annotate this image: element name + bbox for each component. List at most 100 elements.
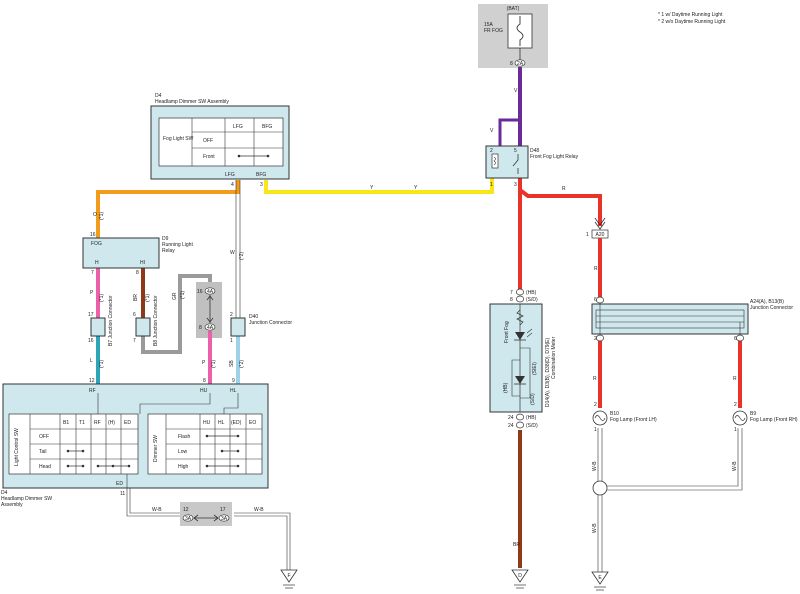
wire-label-wb2: W-B — [592, 461, 598, 471]
meter-pin8: 8 — [510, 297, 513, 303]
wire-label-r3: R — [593, 376, 597, 382]
wire-label-v: V — [514, 88, 518, 94]
meter-ic2: (HB) — [503, 382, 509, 393]
lh-pin1: 1 — [594, 427, 597, 433]
rh-code: B9 — [750, 411, 756, 417]
d9-label: FOG — [91, 241, 102, 247]
wire-label-p: P — [90, 290, 94, 296]
dimmer-col-hu: HU — [203, 420, 211, 426]
wire-label-s5: (*1) — [180, 291, 186, 299]
wire-label-wb: W-B — [152, 507, 162, 513]
row-off: OFF — [203, 138, 213, 144]
fuse-conn: 2A — [517, 61, 524, 67]
ground-pin-12 — [182, 514, 194, 522]
meter-pin7c: (HB) — [526, 290, 537, 296]
b8-pin7: 7 — [133, 338, 136, 344]
fog-lamp-lh: 2 1 B10 Fog Lamp (Front LH) — [592, 402, 657, 433]
lh-pin2: 2 — [594, 402, 597, 408]
row-front: Front — [203, 154, 215, 160]
gray-link-arrows-icon — [206, 295, 214, 323]
light-contacts — [66, 449, 131, 468]
wire-label-v2: V — [490, 128, 494, 134]
led-light-icon — [526, 328, 533, 338]
wire-wb-ed-b — [129, 488, 184, 514]
fuse-name: FR FOG — [484, 28, 503, 34]
wire-label-w: W — [230, 250, 235, 256]
term-lfg: LFG — [225, 172, 235, 178]
meter-box — [489, 303, 543, 413]
splice-point — [592, 480, 608, 496]
rh-pin2: 2 — [734, 402, 737, 408]
meter-pin24b: 24 — [508, 423, 514, 429]
ground-pin-12-num: 12 — [183, 507, 189, 513]
dimmer-row-flash: Flash — [178, 434, 190, 440]
term-ed: ED — [116, 481, 123, 487]
jr-pin6: 6 — [734, 336, 737, 342]
d9-name2: Relay — [162, 248, 175, 254]
adapter-pin: 1 — [586, 232, 589, 238]
dimmer-row-high: High — [178, 464, 189, 470]
dimmer-sw-label: Dimmer SW — [153, 435, 159, 462]
d4-bottom-name: Headlamp Dimmer SW — [1, 496, 52, 502]
resistor-icon — [516, 309, 524, 326]
wire-label-l: L — [90, 358, 93, 364]
relay-pin1: 1 — [490, 182, 493, 188]
wire-wb-rh — [606, 428, 742, 490]
fuse-pin: 8 — [510, 61, 513, 67]
led-icon — [515, 332, 525, 340]
light-sw-label: Light Control SW — [14, 428, 20, 466]
wire-label-wb4: W-B — [592, 523, 598, 533]
wire-v-branch — [498, 118, 520, 146]
wire-label-s6: (*1) — [211, 360, 217, 368]
fuse-source: (BAT) — [507, 6, 520, 12]
d4-top-code: D4 — [155, 93, 162, 99]
ground-label-f: F — [287, 573, 290, 579]
jr-name: Junction Connector — [750, 305, 793, 311]
pin-11: 11 — [120, 491, 125, 497]
relay-pin5: 5 — [514, 148, 517, 154]
wire-gr — [141, 274, 212, 354]
wire-label-s8: (*2) — [239, 360, 245, 368]
wire-label-o: O — [93, 212, 97, 218]
relay-pin3: 3 — [514, 182, 517, 188]
b7-pin17: 17 — [88, 312, 94, 318]
meter-pin24bc: (S/D) — [526, 423, 538, 429]
wire-label-r: R — [562, 186, 566, 192]
dimmer-col-ed: (ED) — [231, 420, 242, 426]
fog-relay: 2 5 1 3 D48 Front Fog Light Relay — [485, 145, 579, 188]
term-bfg: BFG — [256, 172, 266, 178]
col-bfg: BFG — [262, 124, 272, 130]
b7-box — [90, 317, 106, 337]
wire-wb-lh-outline — [597, 428, 603, 572]
wire-label-s4: (*1) — [99, 360, 105, 368]
wire-r-right — [518, 188, 602, 226]
col-lfg: LFG — [233, 124, 243, 130]
d4-top-name: Headlamp Dimmer SW Assembly — [155, 99, 229, 105]
wire-label-gr: GR — [172, 292, 178, 300]
meter-pin24a: 24 — [508, 415, 514, 421]
light-row-tail: Tail — [39, 449, 47, 455]
dimmer-col-hl: HL — [218, 420, 225, 426]
rh-name: Fog Lamp (Front RH) — [750, 417, 798, 423]
dimmer-col-eo: EO — [249, 420, 256, 426]
relay-pin2: 2 — [490, 148, 493, 154]
gray-pin-bottom-conn: 4A — [207, 325, 214, 331]
d40-box — [230, 317, 246, 337]
jr-pin6-top: 6 — [594, 297, 597, 303]
ground-pin-17-conn: 3A — [221, 516, 228, 522]
pin-lfg: 4 — [231, 182, 234, 188]
ground-pin-12-conn: 3A — [185, 516, 192, 522]
combination-meter: 7 (HB) 8 (S/D) Front Fog (SIEI) (HB) (S/… — [489, 288, 557, 429]
fuse-block: (BAT) 15A FR FOG 8 2A — [478, 4, 548, 68]
pin-8: 8 — [203, 378, 206, 384]
b8-name: B8 Junction Connector — [153, 295, 159, 346]
gray-pin-bottom-num: 8 — [199, 325, 202, 331]
ground-icon-d — [511, 569, 529, 583]
adapter-arrow-icon — [594, 221, 606, 230]
wire-wb-ground — [234, 512, 291, 570]
gray-pin-bottom — [204, 323, 216, 331]
dimmer-contacts — [205, 434, 240, 468]
wire-label-wb-g: W-B — [254, 507, 264, 513]
meter-ic1: (SIEI) — [532, 362, 538, 375]
